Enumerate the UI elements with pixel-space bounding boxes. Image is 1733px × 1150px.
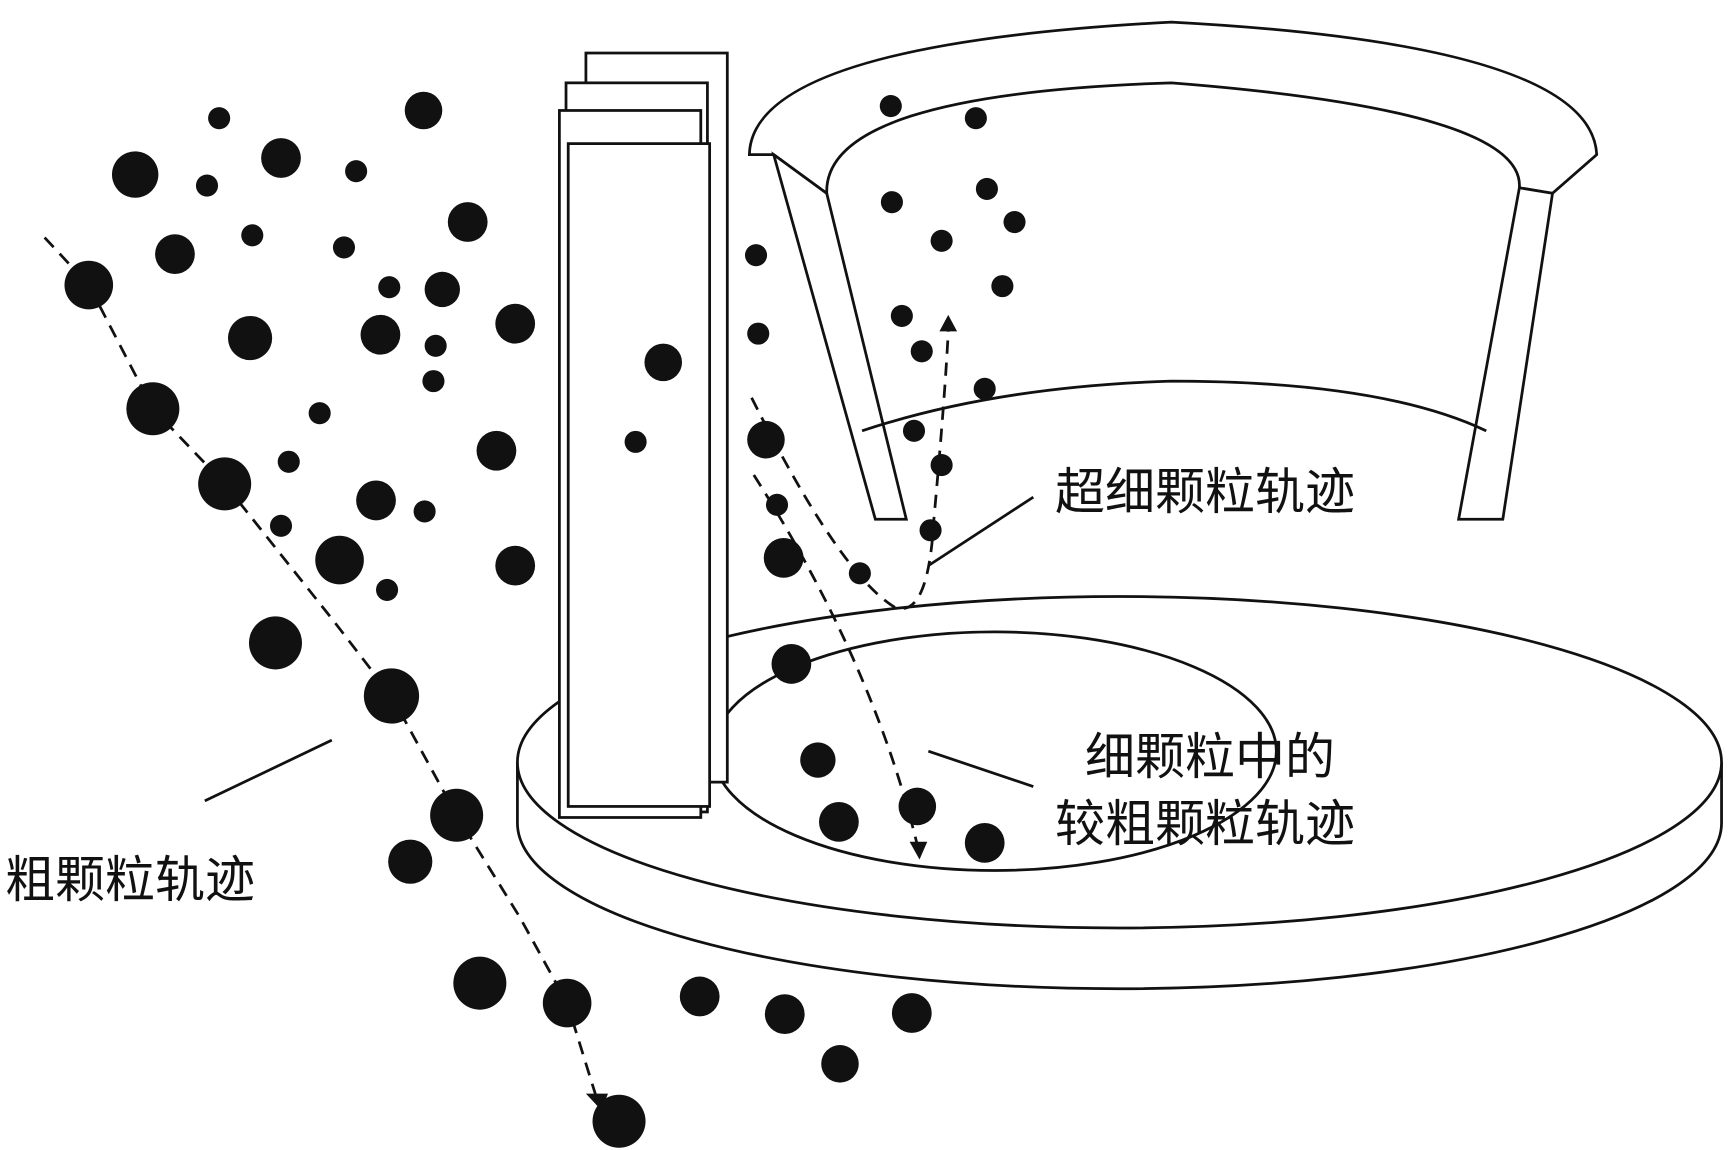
particle <box>890 304 913 327</box>
particle <box>413 500 436 523</box>
particle <box>964 107 987 130</box>
particle <box>592 1094 646 1148</box>
leader-lines <box>204 495 1035 803</box>
particle <box>964 823 1005 863</box>
particle <box>261 138 301 178</box>
particle <box>126 382 180 436</box>
particle <box>64 260 114 310</box>
particle <box>891 993 932 1033</box>
particle <box>424 271 460 308</box>
particle <box>744 244 768 267</box>
particle <box>277 450 300 473</box>
particle <box>848 562 871 585</box>
particle <box>404 91 443 130</box>
particle <box>430 788 484 842</box>
arrowhead-icon <box>909 841 928 860</box>
particle <box>821 1045 859 1083</box>
particle <box>1003 210 1026 234</box>
particle <box>356 480 396 521</box>
particle <box>308 402 331 425</box>
particle <box>765 493 789 516</box>
coarse-in-fine-label-line2: 较粗颗粒轨迹 <box>1055 795 1355 853</box>
particle <box>644 343 683 382</box>
particle <box>624 430 647 453</box>
particle <box>930 454 953 477</box>
ultrafine-trajectory-label: 超细颗粒轨迹 <box>1055 463 1355 521</box>
particle <box>363 668 420 724</box>
particle <box>476 430 517 471</box>
particle <box>991 275 1014 298</box>
particle <box>155 234 195 274</box>
particle <box>910 340 933 363</box>
particle <box>771 644 812 684</box>
particle <box>930 229 953 252</box>
particle <box>880 191 903 214</box>
particle <box>111 151 159 198</box>
particle <box>227 315 273 361</box>
ultrafine-trajectory <box>750 331 950 611</box>
particle <box>248 616 302 670</box>
particle <box>198 457 252 511</box>
coarse-in-fine-label-line1: 细颗粒中的 <box>1085 728 1335 786</box>
particle <box>747 322 770 345</box>
particle <box>898 787 937 826</box>
particle <box>447 202 488 242</box>
particle <box>208 107 231 130</box>
arrowhead-icon <box>939 314 958 332</box>
particle <box>764 994 805 1035</box>
coarse-trajectory-label: 粗颗粒轨迹 <box>5 851 255 909</box>
particle <box>800 742 836 778</box>
outer-cylinder <box>747 20 1599 521</box>
particle <box>376 578 399 601</box>
particle <box>747 420 785 459</box>
base-ring <box>516 595 1723 991</box>
particle <box>902 419 926 442</box>
particle <box>495 303 536 344</box>
particle <box>195 174 219 197</box>
particle <box>879 95 902 118</box>
coarse-trajectory <box>43 236 599 1100</box>
particle <box>453 956 507 1010</box>
particle <box>360 314 401 355</box>
particle <box>241 224 264 247</box>
particle <box>679 976 720 1017</box>
particle <box>975 177 998 200</box>
particle <box>315 535 364 585</box>
particle <box>269 514 293 537</box>
particle <box>542 978 592 1028</box>
particle <box>919 519 942 542</box>
particle <box>332 236 356 259</box>
particle <box>388 839 433 884</box>
particles <box>64 91 1026 1148</box>
particle <box>763 537 804 578</box>
particle <box>973 377 996 400</box>
particle <box>378 276 401 299</box>
particle <box>818 802 859 842</box>
guide-vanes <box>558 51 729 819</box>
particle <box>422 370 445 393</box>
particle <box>424 334 447 357</box>
particle <box>495 545 536 586</box>
particle <box>345 160 368 183</box>
